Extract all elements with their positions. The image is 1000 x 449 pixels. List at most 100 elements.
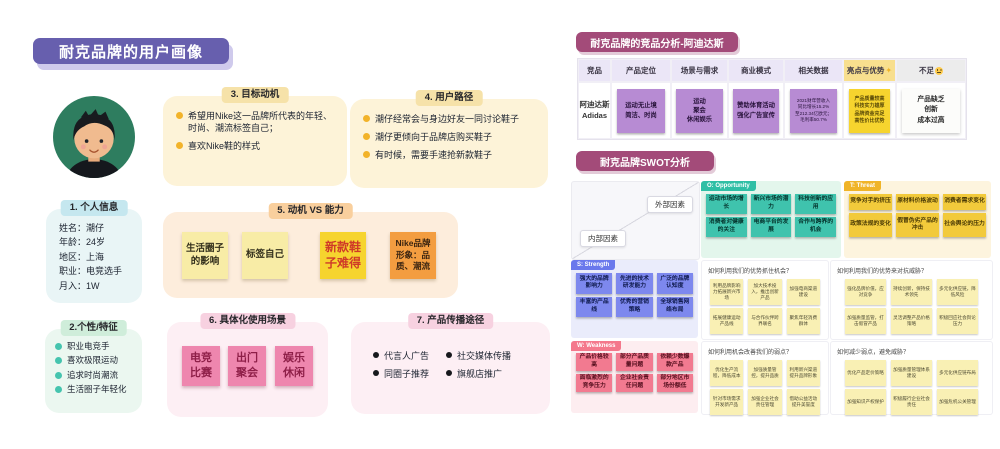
usage-scenes-card[interactable]: 6. 具体化使用场景 电竞 比赛 出门 聚会 娱乐 休闲 [167, 313, 328, 417]
weakness-quadrant[interactable]: W: Weakness 产品价格较高 部分产品质量问题 依赖少数爆款产品 面临激… [571, 341, 698, 413]
sticky-note[interactable]: 优秀的营销策略 [616, 296, 653, 317]
sticky-note[interactable]: 企业社会责任问题 [616, 374, 653, 392]
sticky-note[interactable]: 加强企业社会责任管理 [748, 389, 782, 415]
sticky-note[interactable]: 加强质量管控，提升品质 [748, 360, 782, 386]
sticky-note[interactable]: 运动市场的增长 [706, 194, 747, 214]
sticky-note[interactable]: 消费者对健康的关注 [706, 217, 747, 237]
sticky-note[interactable]: 利用新兴渠道提升品牌形象 [786, 360, 820, 386]
sticky-note[interactable]: 电竞 比赛 [182, 346, 220, 386]
sticky-note[interactable]: 竞争对手的挤压 [849, 194, 892, 211]
sticky-note[interactable]: 先进的技术研发能力 [616, 273, 653, 294]
spread-channels-tab: 7. 产品传播途径 [407, 313, 494, 329]
sticky-note[interactable]: 利用品牌影响力拓展新兴市场 [710, 279, 744, 305]
sticky-note[interactable]: Nike品牌 形象：品 质、潮流 [390, 232, 436, 279]
bullet-icon [373, 370, 379, 377]
personal-info-card[interactable]: 1. 个人信息 姓名：潮仔 年龄：24岁 地区：上海 职业：电竞选手 月入：1W [46, 200, 142, 303]
sticky-note[interactable]: 生活圈子的影响 [182, 232, 228, 279]
user-path-card[interactable]: 4. 用户路径 潮仔经常会与身边好友一同讨论鞋子 潮仔更倾向于品牌店购买鞋子 有… [350, 90, 548, 188]
persona-title[interactable]: 耐克品牌的用户画像 [33, 38, 229, 64]
bullet-icon [176, 142, 183, 150]
list-item: 潮仔经常会与身边好友一同讨论鞋子 [363, 113, 538, 125]
wt-strategy-cell[interactable]: 如何减少弱点，避免威胁？ 优化产品定价策略 加强质量管理体系建设 多元化供应链布… [830, 341, 993, 415]
spread-channels-card[interactable]: 7. 产品传播途径 代言人广告 同圈子推荐 社交媒体传播 旗舰店推广 [351, 313, 550, 414]
st-strategy-cell[interactable]: 如何利用我们的优势来对抗威胁？ 强化品牌价值，应对竞争 持续创新，保持技术领先 … [830, 260, 993, 340]
sticky-note[interactable]: 积极履行企业社会责任 [891, 389, 932, 415]
sticky-note[interactable]: 假冒伪劣产品的冲击 [896, 213, 939, 237]
sticky-note[interactable]: 合作与跨界的机会 [795, 217, 836, 237]
sticky-note[interactable]: 强大的品牌影响力 [576, 273, 613, 294]
bullet-icon [55, 386, 62, 394]
sticky-note[interactable]: 多元化供应链，降低风险 [937, 279, 978, 305]
sticky-note[interactable]: 社会舆论的压力 [943, 213, 986, 237]
list-item: 社交媒体传播 [446, 350, 511, 362]
competitor-analysis-title[interactable]: 耐克品牌的竞品分析-阿迪达斯 [576, 32, 738, 52]
sticky-note[interactable]: 加强知识产权保护 [845, 389, 886, 415]
sticky-note[interactable]: 电商平台的发展 [750, 217, 792, 237]
competitor-name: 阿迪达斯 Adidas [579, 100, 610, 120]
opportunity-quadrant[interactable]: O: Opportunity 运动市场的增长 新兴市场的潜力 科技创新的应用 消… [701, 181, 841, 258]
sticky-note[interactable]: 消费者需求变化 [943, 194, 986, 211]
wo-strategy-cell[interactable]: 如何利用机会改善我们的弱点？ 优化生产流程，降低成本 加强质量管控，提升品质 利… [701, 341, 829, 415]
sticky-note[interactable]: 持续创新，保持技术领先 [891, 279, 932, 305]
sticky-note[interactable]: 广泛的品牌认知度 [656, 273, 693, 294]
sticky-note[interactable]: 加强电商渠道建设 [786, 279, 820, 305]
sticky-note[interactable]: 娱乐 休闲 [275, 346, 313, 386]
sticky-note[interactable]: 加强危机公关管理 [937, 389, 978, 415]
sticky-note[interactable]: 强化品牌价值，应对竞争 [845, 279, 886, 305]
sticky-note[interactable]: 积极回应社会舆论压力 [937, 308, 978, 334]
sticky-note[interactable]: 产品缺乏 创新 成本过高 [902, 88, 960, 133]
bullet-icon [176, 112, 183, 119]
so-strategy-cell[interactable]: 如何利用我们的优势抓住机会？ 利用品牌影响力拓展新兴市场 加大技术投入，推出创新… [701, 260, 829, 340]
motivation-ability-tab: 5. 动机 VS 能力 [268, 203, 353, 219]
sticky-note[interactable]: 新款鞋子难得 [320, 232, 366, 279]
sticky-note[interactable]: 多元化供应链布局 [937, 360, 978, 386]
sticky-note[interactable]: 灵活调整产品价格策略 [891, 308, 932, 334]
sticky-note[interactable]: 加强质量监管，打击假冒产品 [845, 308, 886, 334]
avatar[interactable] [53, 96, 135, 178]
sticky-note[interactable]: 科技创新的应用 [795, 194, 836, 214]
goal-motivation-card[interactable]: 3. 目标动机 希望用Nike这一品牌所代表的年轻、时尚、潮流标签自己； 喜欢N… [163, 87, 347, 186]
sticky-note[interactable]: 加强质量管理体系建设 [891, 360, 932, 386]
sticky-note[interactable]: 与合作伙伴跨界联名 [748, 308, 782, 334]
sticky-note[interactable]: 拓展健康运动产品线 [710, 308, 744, 334]
external-factors-chip[interactable]: 外部因素 [647, 196, 693, 213]
internal-factors-chip[interactable]: 内部因素 [580, 230, 626, 247]
sticky-note[interactable]: 丰富的产品线 [576, 296, 613, 317]
sticky-note[interactable]: 出门 聚会 [228, 346, 266, 386]
wo-question: 如何利用机会改善我们的弱点？ [708, 350, 793, 356]
sticky-note[interactable]: 政策法规的变化 [849, 213, 892, 237]
sticky-note[interactable]: 原材料价格波动 [896, 194, 939, 211]
motivation-ability-card[interactable]: 5. 动机 VS 能力 生活圈子的影响 标签自己 新款鞋子难得 Nike品牌 形… [163, 203, 458, 298]
sticky-note[interactable]: 优化产品定价策略 [845, 360, 886, 386]
swot-title[interactable]: 耐克品牌SWOT分析 [576, 151, 714, 171]
sticky-note[interactable]: 标签自己 [242, 232, 288, 279]
sticky-note[interactable]: 运动无止境 简洁、时尚 [616, 88, 666, 133]
sticky-note[interactable]: 针对市场需求开发新产品 [710, 389, 744, 415]
sticky-note[interactable]: 赞助体育活动 强化广告宣传 [733, 88, 779, 133]
sticky-note[interactable]: 面临激烈的竞争压力 [576, 374, 613, 392]
sticky-note[interactable]: 产品质量较高 科技实力雄厚 品牌资金充足 高性价比优势 [849, 88, 890, 133]
sticky-note[interactable]: 聚焦年轻消费群体 [786, 308, 820, 334]
list-item: 希望用Nike这一品牌所代表的年轻、时尚、潮流标签自己； [176, 110, 335, 134]
bullet-icon [55, 343, 62, 350]
sticky-note[interactable]: 产品价格较高 [576, 353, 613, 371]
sticky-note[interactable]: 2021财年营收入 同比增长15.2% 至212.34亿欧元； 毛利率50.7% [789, 88, 838, 133]
list-item: 生活圈子年轻化 [55, 384, 136, 395]
sticky-note[interactable]: 优化生产流程，降低成本 [710, 360, 744, 386]
sticky-note[interactable]: 全球销售网络布局 [656, 296, 693, 317]
sticky-note[interactable]: 借助公益活动提升美誉度 [786, 389, 820, 415]
threat-quadrant[interactable]: T: Threat 竞争对手的挤压 原材料价格波动 消费者需求变化 政策法规的变… [844, 181, 991, 258]
traits-card[interactable]: 2.个性/特征 职业电竞手 喜欢极限运动 追求时尚潮流 生活圈子年轻化 [45, 320, 142, 413]
sticky-note[interactable]: 加大技术投入，推出创新产品 [748, 279, 782, 305]
bullet-icon [373, 352, 379, 358]
traits-tab: 2.个性/特征 [60, 320, 127, 336]
list-item: 追求时尚潮流 [55, 370, 136, 381]
sticky-note[interactable]: 运动 聚会 休闲娱乐 [676, 88, 723, 133]
strength-quadrant[interactable]: S: Strength 强大的品牌影响力 先进的技术研发能力 广泛的品牌认知度 … [571, 260, 698, 338]
sticky-note[interactable]: 依赖少数爆款产品 [656, 353, 693, 371]
sticky-note[interactable]: 新兴市场的潜力 [750, 194, 792, 214]
sticky-note[interactable]: 部分产品质量问题 [616, 353, 653, 371]
list-item: 代言人广告 [373, 350, 429, 362]
bullet-icon [55, 357, 62, 365]
sticky-note[interactable]: 部分地区市场份额低 [656, 374, 693, 392]
